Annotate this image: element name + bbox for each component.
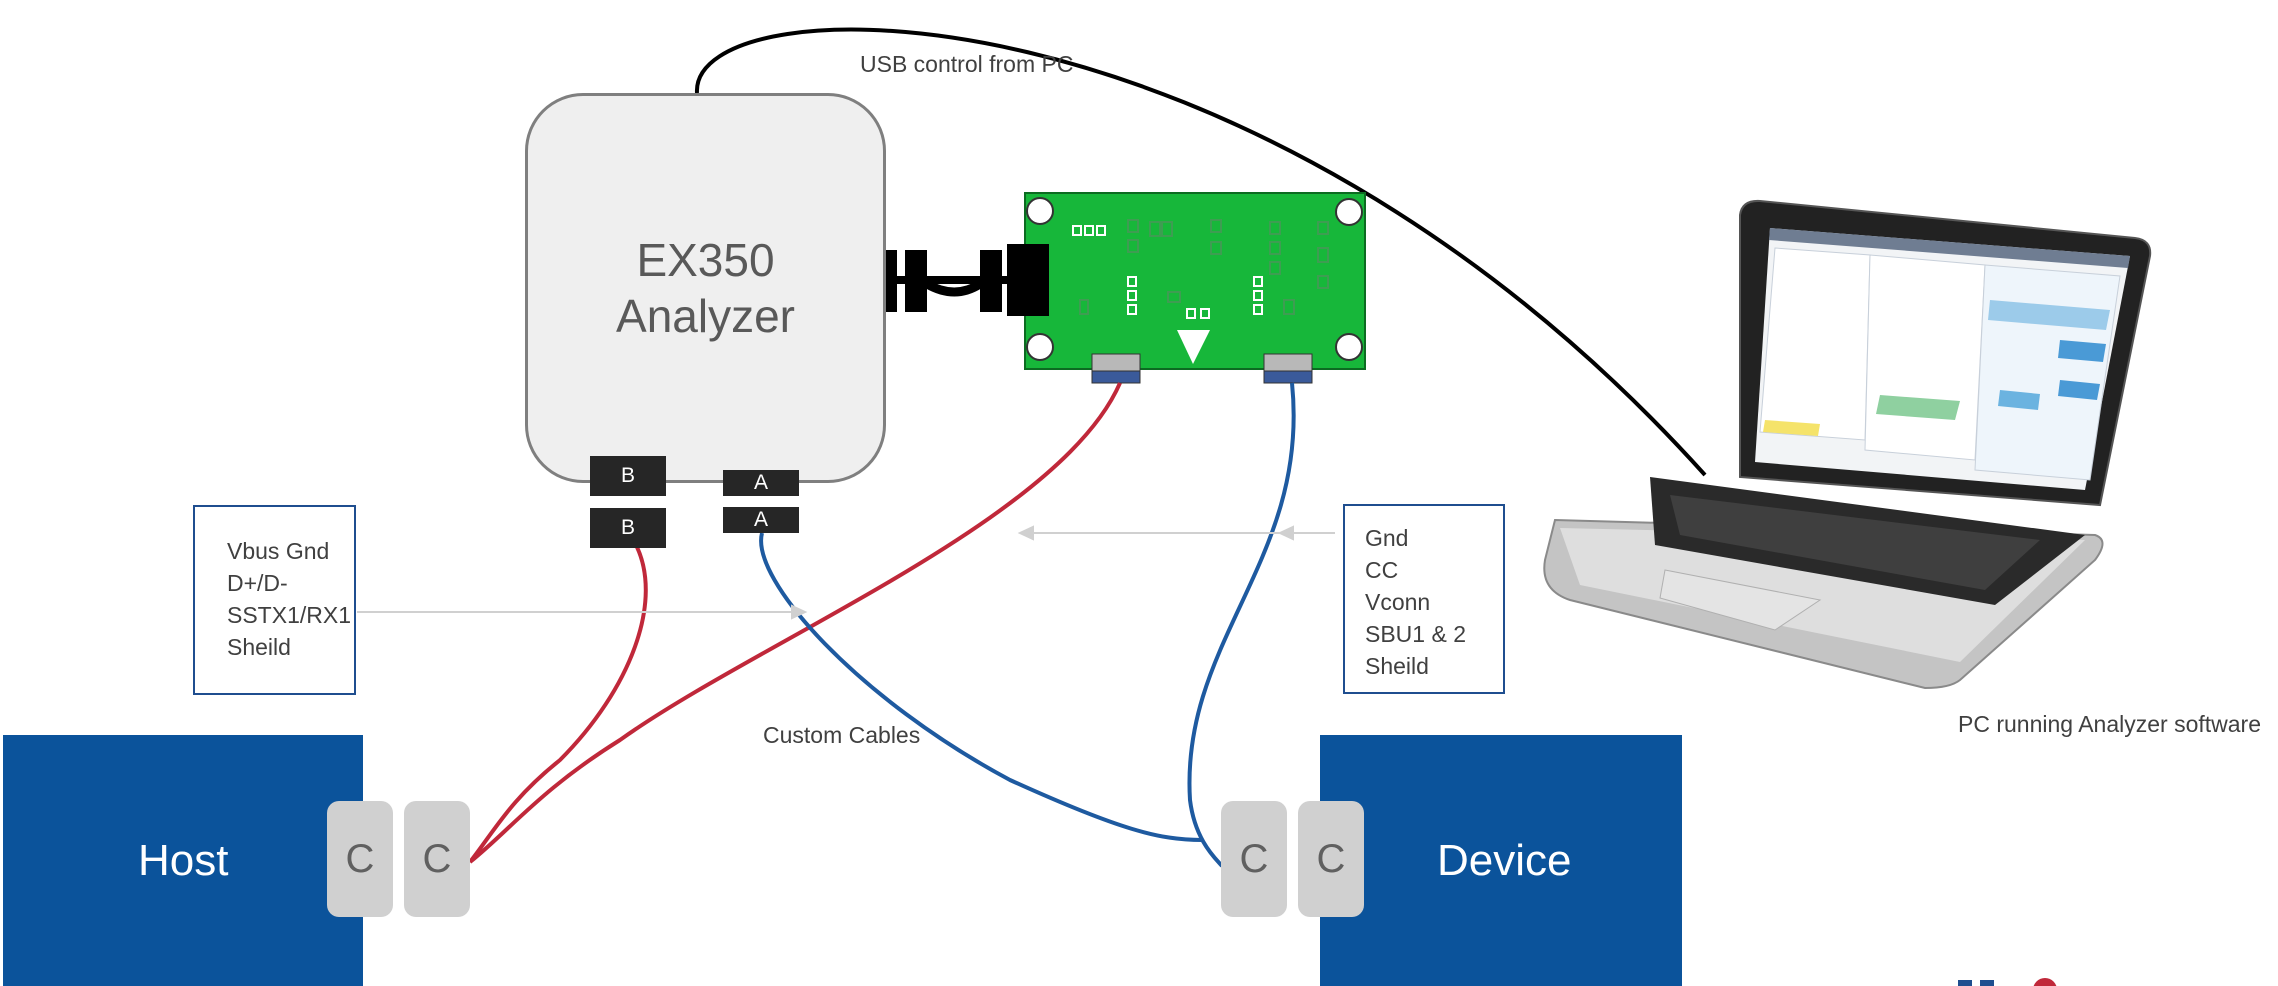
custom-cables-label: Custom Cables [763,722,921,748]
host-signal-line: Sheild [227,634,291,660]
usb-control-cable [694,27,1707,477]
device-c-connector: C [1221,801,1287,917]
host-c-connector: C [404,801,470,917]
host-red-cable-from-board [468,382,1122,864]
host-signals-box: Vbus Gnd D+/D- SSTX1/RX1 Sheild [193,505,356,695]
usb-control-label: USB control from PC [860,51,1074,77]
type-c-adapter-board-icon [1024,192,1366,384]
port-b-lower: B [590,508,666,548]
analyzer-board-connector-icon [870,244,1049,316]
device-blue-cable-from-a [759,532,1203,842]
ex350-analyzer-box [525,93,886,483]
device-signal-line: CC [1365,557,1399,583]
host-signal-line: Vbus Gnd [227,538,330,564]
host-c-connector: C [327,801,393,917]
host-label: Host [138,835,229,885]
analyzer-title: EX350 Analyzer [616,234,795,342]
laptop-icon [1543,199,2152,690]
pc-caption: PC running Analyzer software [1958,711,2261,737]
device-blue-cable-from-board [1187,382,1296,868]
host-block: Host [3,735,363,986]
port-a-lower: A [723,507,799,533]
device-c-connector: C [1298,801,1364,917]
device-block: Device [1320,735,1682,986]
info-arrows [357,525,1335,620]
device-signal-line: Vconn [1365,589,1431,615]
host-signal-line: SSTX1/RX1 [227,602,351,628]
device-signal-line: Gnd [1365,525,1409,551]
host-red-cable-from-b [468,542,648,864]
device-signal-line: SBU1 & 2 [1365,621,1466,647]
device-label: Device [1437,835,1572,885]
logo-fragment-icon [1958,978,2057,986]
port-b-upper: B [590,456,666,496]
host-signal-line: D+/D- [227,570,288,596]
device-signal-line: Sheild [1365,653,1429,679]
device-signals-box: Gnd CC Vconn SBU1 & 2 Sheild [1343,504,1505,694]
port-a-upper: A [723,470,799,496]
